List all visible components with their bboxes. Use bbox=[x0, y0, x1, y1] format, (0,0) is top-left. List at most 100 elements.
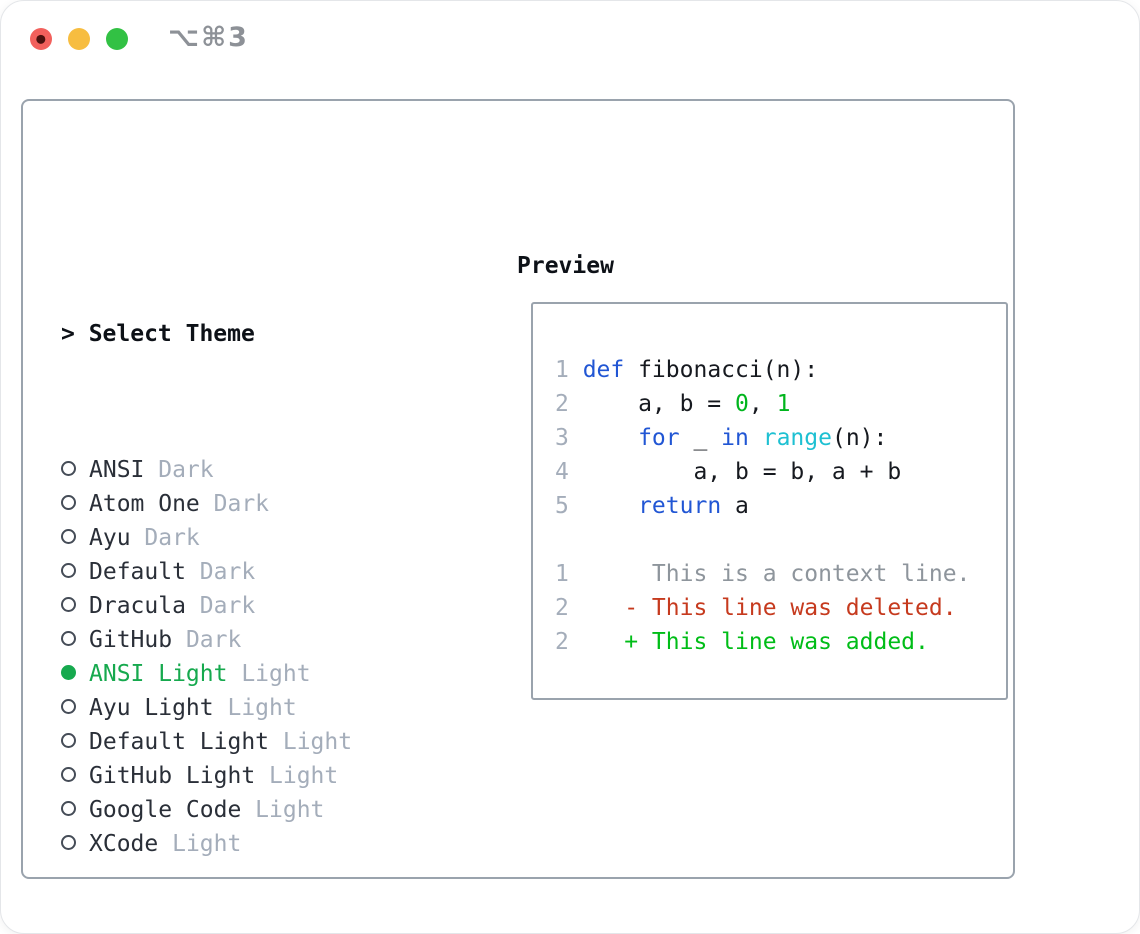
theme-name: ANSI Light bbox=[89, 661, 228, 687]
theme-name: GitHub bbox=[89, 627, 173, 653]
preview-heading: Preview bbox=[517, 253, 614, 279]
code-segment: 0 bbox=[735, 391, 749, 417]
theme-name: Ayu Light bbox=[89, 695, 214, 721]
theme-name: Dracula bbox=[89, 593, 186, 619]
theme-name: GitHub Light bbox=[89, 763, 256, 789]
code-segment: a, b = b, a + b bbox=[582, 459, 902, 485]
radio-icon bbox=[61, 767, 76, 782]
line-number: 1 bbox=[555, 357, 569, 383]
theme-option[interactable]: ANSI Dark bbox=[61, 453, 449, 487]
theme-variant: Dark bbox=[144, 525, 200, 551]
code-segment: in bbox=[721, 425, 749, 451]
select-theme-title: Select Theme bbox=[88, 321, 255, 347]
theme-name: Google Code bbox=[89, 797, 242, 823]
code-segment: , bbox=[748, 391, 777, 417]
code-segment: 1 bbox=[776, 391, 791, 417]
theme-variant: Light bbox=[227, 695, 297, 721]
theme-option[interactable]: GitHub Light Light bbox=[61, 759, 449, 793]
radio-icon bbox=[61, 495, 76, 510]
theme-variant: Light bbox=[172, 831, 242, 857]
radio-icon bbox=[61, 801, 76, 816]
close-dot-icon bbox=[36, 34, 46, 44]
code-line: 2 a, b = 0, 1 bbox=[555, 387, 970, 421]
radio-icon bbox=[61, 733, 76, 748]
theme-name: ANSI bbox=[89, 457, 145, 483]
line-number: 2 bbox=[555, 391, 569, 417]
code-segment bbox=[583, 493, 638, 519]
theme-variant: Light bbox=[269, 763, 339, 789]
traffic-lights bbox=[30, 28, 128, 50]
code-line: 1 This is a context line. bbox=[555, 557, 970, 591]
theme-option[interactable]: Default Light Light bbox=[61, 725, 449, 759]
radio-icon bbox=[61, 631, 76, 646]
code-segment: return bbox=[638, 493, 722, 519]
code-line bbox=[555, 523, 970, 557]
code-segment: + This line was added. bbox=[582, 629, 929, 655]
code-segment: fibonacci(n): bbox=[624, 357, 819, 383]
select-theme-heading: > Select Theme bbox=[61, 317, 449, 351]
theme-variant: Dark bbox=[185, 627, 242, 653]
theme-variant: Dark bbox=[199, 559, 256, 585]
code-line: 2 + This line was added. bbox=[555, 625, 970, 659]
code-segment: - This line was deleted. bbox=[582, 595, 957, 621]
theme-variant: Light bbox=[241, 661, 311, 687]
code-segment: This is a context line. bbox=[582, 561, 971, 587]
code-segment: a, b = bbox=[582, 391, 736, 417]
theme-name: Atom One bbox=[89, 491, 200, 517]
code-line: 4 a, b = b, a + b bbox=[555, 455, 970, 489]
code-segment: def bbox=[582, 357, 625, 383]
code-segment bbox=[583, 425, 638, 451]
radio-icon bbox=[61, 835, 76, 850]
code-segment: range bbox=[762, 425, 832, 451]
theme-option[interactable]: Ayu Light Light bbox=[61, 691, 449, 725]
theme-name: XCode bbox=[89, 831, 159, 857]
line-number: 1 bbox=[555, 561, 569, 587]
code-segment: _ bbox=[679, 425, 722, 451]
line-number: 3 bbox=[555, 425, 569, 451]
theme-option[interactable]: Ayu Dark bbox=[61, 521, 449, 555]
radio-icon bbox=[61, 597, 76, 612]
close-button[interactable] bbox=[30, 28, 52, 50]
window-shortcut-label: ⌥⌘3 bbox=[168, 22, 249, 53]
code-line: 3 for _ in range(n): bbox=[555, 421, 970, 455]
theme-name: Default Light bbox=[89, 729, 270, 755]
line-number: 2 bbox=[555, 595, 569, 621]
radio-selected-icon bbox=[61, 665, 76, 680]
code-line: 5 return a bbox=[555, 489, 970, 523]
minimize-button[interactable] bbox=[68, 28, 90, 50]
code-segment: for bbox=[638, 425, 680, 451]
theme-option[interactable]: Dracula Dark bbox=[61, 589, 449, 623]
theme-option[interactable]: XCode Light bbox=[61, 827, 449, 861]
code-segment bbox=[749, 425, 763, 451]
prompt-caret-icon: > bbox=[61, 321, 75, 347]
theme-variant: Dark bbox=[158, 457, 214, 483]
theme-option[interactable]: Atom One Dark bbox=[61, 487, 449, 521]
zoom-button[interactable] bbox=[106, 28, 128, 50]
code-segment: (n): bbox=[831, 425, 888, 451]
line-number: 4 bbox=[555, 459, 569, 485]
theme-name: Ayu bbox=[89, 525, 131, 551]
line-number: 5 bbox=[555, 493, 569, 519]
theme-variant: Light bbox=[282, 729, 353, 755]
theme-option[interactable]: Default Dark bbox=[61, 555, 449, 589]
radio-icon bbox=[61, 461, 76, 476]
radio-icon bbox=[61, 529, 76, 544]
theme-variant: Dark bbox=[199, 593, 256, 619]
code-segment: a bbox=[721, 493, 749, 519]
line-number: 2 bbox=[555, 629, 569, 655]
theme-name: Default bbox=[89, 559, 186, 585]
radio-icon bbox=[61, 563, 76, 578]
theme-option[interactable]: GitHub Dark bbox=[61, 623, 449, 657]
radio-icon bbox=[61, 699, 76, 714]
theme-variant: Dark bbox=[213, 491, 270, 517]
theme-option[interactable]: ANSI Light Light bbox=[61, 657, 449, 691]
code-line: 2 - This line was deleted. bbox=[555, 591, 970, 625]
code-line: 1 def fibonacci(n): bbox=[555, 353, 970, 387]
